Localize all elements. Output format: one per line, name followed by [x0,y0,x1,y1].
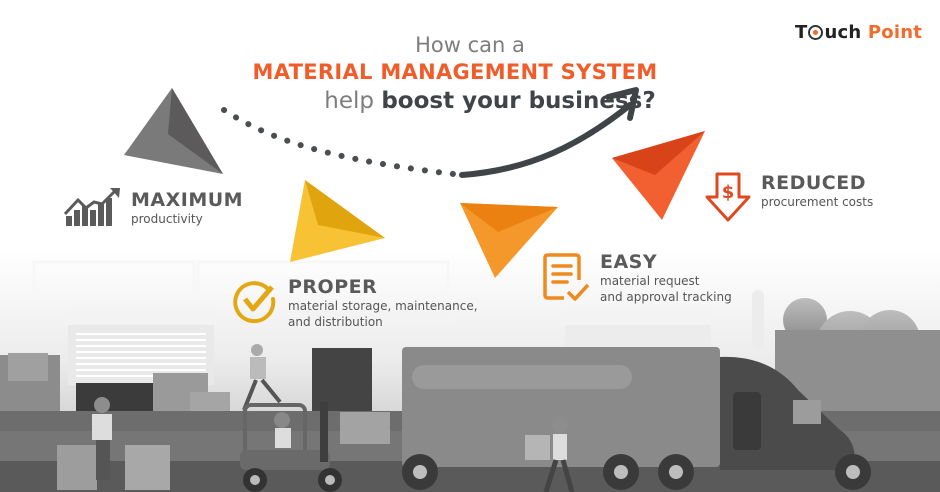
benefit-proper-desc-line1: material storage, maintenance, [288,299,478,313]
worker-figure-left [92,397,112,480]
headline-line3-bold: boost your business? [381,88,656,114]
benefit-maximum-title: MAXIMUM [131,189,244,211]
logo-target-icon [808,25,824,40]
benefit-proper-title: PROPER [288,276,378,298]
benefit-easy-title: EASY [600,251,658,273]
dollar-glyph: $ [722,182,735,203]
headline-line2: MATERIAL MANAGEMENT SYSTEM [252,60,658,84]
logo-text-touch-t: T [795,22,808,43]
forklift [240,402,390,492]
benefit-maximum-desc: productivity [131,212,203,226]
worker-figure-carrying-box [525,417,575,492]
loading-door-right [560,311,715,347]
curved-arrow-line [459,102,633,178]
benefit-reduced-title: REDUCED [761,172,867,194]
logo-text-touch: uch [824,22,862,43]
arrow-yellow [290,180,385,262]
headline-line1: How can a [415,33,525,57]
headline: How can a MATERIAL MANAGEMENT SYSTEM hel… [0,32,940,116]
growth-chart-icon [64,188,120,226]
arrow-orange [460,203,558,278]
headline-line3: help boost your business? [40,86,940,116]
document-check-icon [543,253,590,301]
arrow-gray [124,88,223,174]
benefit-easy-desc-line2: and approval tracking [600,290,732,304]
arrow-head [605,87,639,121]
logo-text-point: Point [867,22,923,43]
dollar-down-arrow-icon: $ [705,172,751,222]
checkmark-circle-icon [233,281,276,324]
benefit-easy-desc-line1: material request [600,274,700,288]
benefit-proper-desc-line2: and distribution [288,315,383,329]
benefit-reduced-desc: procurement costs [761,195,874,209]
arrow-red [612,131,705,220]
loading-door-middle [300,311,455,418]
headline-line3-prefix: help [324,88,382,114]
delivery-truck [402,347,871,490]
